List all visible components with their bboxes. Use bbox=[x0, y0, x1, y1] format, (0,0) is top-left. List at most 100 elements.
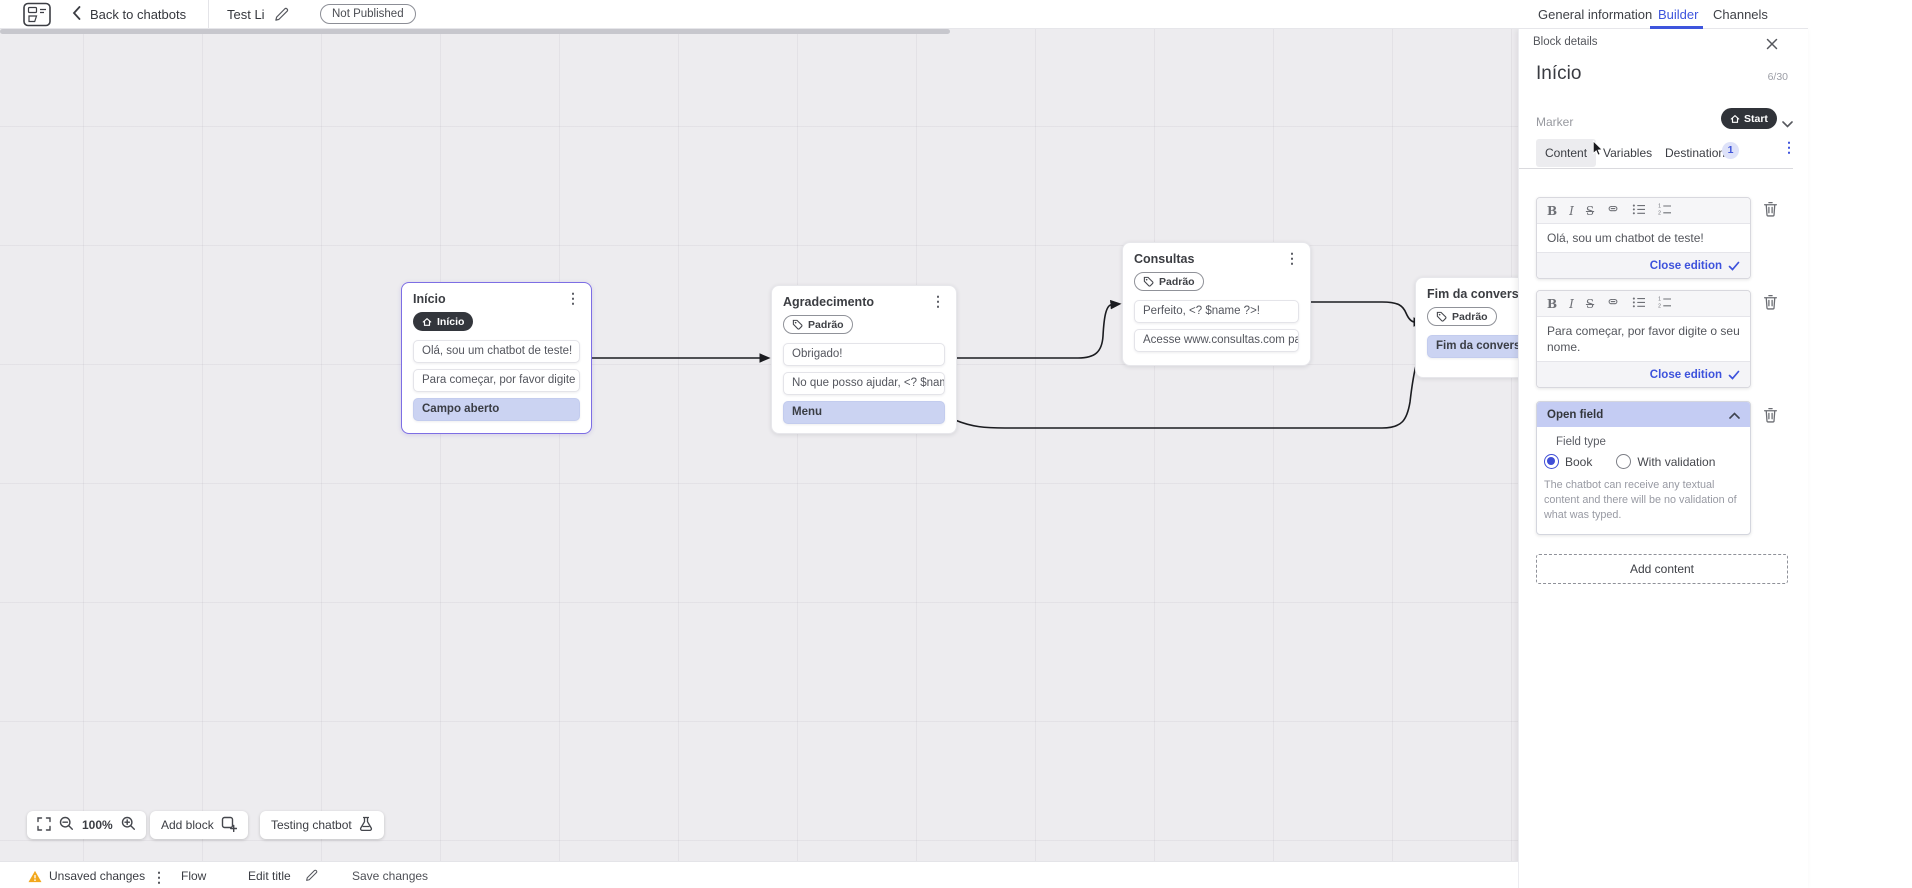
message-text-input[interactable]: Olá, sou um chatbot de teste! bbox=[1547, 231, 1704, 245]
bold-icon[interactable]: B bbox=[1547, 203, 1558, 218]
marker-chevron-down-icon[interactable] bbox=[1782, 115, 1793, 133]
back-to-chatbots-button[interactable]: Back to chatbots bbox=[72, 0, 186, 28]
delete-open-field-icon[interactable] bbox=[1763, 407, 1778, 428]
link-icon[interactable] bbox=[1606, 295, 1620, 313]
italic-icon[interactable]: I bbox=[1569, 296, 1574, 311]
horizontal-scrollbar[interactable] bbox=[0, 29, 950, 34]
close-edition-button[interactable]: Close edition bbox=[1649, 368, 1722, 381]
svg-text:1: 1 bbox=[1658, 203, 1661, 209]
publish-status-badge: Not Published bbox=[320, 4, 416, 24]
default-marker-badge: Padrão bbox=[783, 315, 853, 334]
block-content-item[interactable]: Obrigado! bbox=[783, 343, 945, 366]
open-field-header[interactable]: Open field bbox=[1537, 402, 1750, 427]
block-menu-kebab-icon[interactable]: ⋮ bbox=[931, 293, 945, 309]
destination-count-badge: 1 bbox=[1722, 142, 1739, 159]
panel-tab-destination[interactable]: Destination bbox=[1665, 146, 1726, 160]
delete-content-icon[interactable] bbox=[1763, 294, 1778, 315]
edit-title-button[interactable]: Edit title bbox=[248, 869, 291, 883]
block-content-item[interactable]: No que posso ajudar, <? $name ... bbox=[783, 372, 945, 395]
name-char-counter: 6/30 bbox=[1767, 71, 1788, 83]
tab-builder[interactable]: Builder bbox=[1658, 7, 1699, 22]
panel-heading: Block details bbox=[1533, 36, 1598, 48]
add-block-icon bbox=[221, 816, 238, 835]
tag-icon bbox=[792, 319, 803, 330]
statusbar-kebab-icon[interactable]: ⋮ bbox=[152, 869, 166, 885]
block-name-field[interactable]: Início bbox=[1536, 63, 1582, 84]
message-text-input[interactable]: Para começar, por favor digite o seu nom… bbox=[1547, 324, 1740, 354]
connector-arrows bbox=[592, 299, 1433, 429]
block-details-panel: Block details Início 6/30 Marker Start C… bbox=[1518, 29, 1808, 888]
radio-with-validation[interactable] bbox=[1616, 454, 1632, 469]
block-title: Agradecimento bbox=[783, 295, 874, 309]
check-icon bbox=[1728, 261, 1740, 271]
app-logo-icon bbox=[23, 2, 51, 32]
strikethrough-icon[interactable]: S bbox=[1585, 203, 1595, 218]
add-block-button[interactable]: Add block bbox=[150, 811, 248, 839]
panel-tab-content[interactable]: Content bbox=[1536, 139, 1597, 167]
flow-block-agradecimento[interactable]: Agradecimento ⋮ Padrão Obrigado! No que … bbox=[771, 285, 957, 434]
edit-title-pencil-icon[interactable] bbox=[305, 869, 318, 885]
panel-tabs-kebab-icon[interactable]: ⋮ bbox=[1782, 139, 1796, 155]
add-content-button[interactable]: Add content bbox=[1536, 554, 1788, 584]
flow-canvas[interactable]: Início ⋮ Início Olá, sou um chatbot de t… bbox=[0, 29, 1518, 861]
back-label: Back to chatbots bbox=[90, 6, 187, 22]
save-changes-button[interactable]: Save changes bbox=[352, 869, 429, 883]
unordered-list-icon[interactable] bbox=[1632, 295, 1646, 313]
close-panel-icon[interactable] bbox=[1766, 37, 1778, 55]
flow-block-inicio[interactable]: Início ⋮ Início Olá, sou um chatbot de t… bbox=[401, 282, 592, 434]
zoom-in-icon[interactable] bbox=[121, 816, 136, 834]
block-open-field-item[interactable]: Campo aberto bbox=[413, 397, 580, 421]
link-icon[interactable] bbox=[1606, 202, 1620, 220]
block-menu-kebab-icon[interactable]: ⋮ bbox=[1285, 250, 1299, 266]
block-content-item[interactable]: Perfeito, <? $name ?>! bbox=[1134, 300, 1299, 323]
bold-icon[interactable]: B bbox=[1547, 296, 1558, 311]
flow-menu-item[interactable]: Flow bbox=[181, 869, 207, 883]
status-bar: Unsaved changes ⋮ Flow Edit title Save c… bbox=[0, 861, 1518, 888]
mouse-cursor-icon bbox=[1592, 139, 1604, 162]
unordered-list-icon[interactable] bbox=[1632, 202, 1646, 220]
close-edition-button[interactable]: Close edition bbox=[1649, 259, 1722, 272]
canvas-zoom-toolbar: 100% bbox=[27, 811, 146, 839]
block-content-item[interactable]: Olá, sou um chatbot de teste! bbox=[413, 339, 580, 363]
field-type-label: Field type bbox=[1556, 436, 1606, 448]
edit-title-pencil-icon[interactable] bbox=[274, 7, 289, 27]
warning-icon bbox=[27, 870, 43, 886]
delete-content-icon[interactable] bbox=[1763, 201, 1778, 222]
tab-channels[interactable]: Channels bbox=[1713, 7, 1768, 22]
marker-label: Marker bbox=[1536, 115, 1574, 129]
home-icon bbox=[1730, 114, 1740, 123]
fullscreen-icon[interactable] bbox=[37, 816, 51, 834]
testing-chatbot-button[interactable]: Testing chatbot bbox=[260, 811, 384, 839]
chatbot-title[interactable]: Test Li bbox=[227, 7, 265, 22]
tab-general-information[interactable]: General information bbox=[1538, 7, 1653, 22]
block-title: Consultas bbox=[1134, 252, 1195, 266]
home-icon bbox=[422, 317, 432, 326]
block-end-item[interactable]: Fim da conversa bbox=[1427, 335, 1518, 358]
radio-book[interactable] bbox=[1544, 454, 1559, 469]
flow-block-consultas[interactable]: Consultas ⋮ Padrão Perfeito, <? $name ?>… bbox=[1122, 242, 1311, 366]
collapse-chevron-up-icon[interactable] bbox=[1729, 406, 1740, 424]
panel-tab-variables[interactable]: Variables bbox=[1603, 146, 1653, 160]
zoom-level: 100% bbox=[82, 818, 113, 832]
block-content-item[interactable]: Acesse www.consultas.com par... bbox=[1134, 329, 1299, 352]
block-menu-item[interactable]: Menu bbox=[783, 401, 945, 424]
block-title: Início bbox=[413, 292, 446, 306]
default-marker-badge: Padrão bbox=[1427, 307, 1497, 326]
flow-block-fim-da-conversa[interactable]: Fim da conversa Padrão Fim da conversa bbox=[1415, 277, 1518, 378]
marker-start-pill[interactable]: Start bbox=[1721, 108, 1777, 129]
zoom-out-icon[interactable] bbox=[59, 816, 74, 834]
strikethrough-icon[interactable]: S bbox=[1585, 296, 1595, 311]
italic-icon[interactable]: I bbox=[1569, 203, 1574, 218]
tag-icon bbox=[1143, 276, 1154, 287]
tag-icon bbox=[1436, 311, 1447, 322]
block-content-item[interactable]: Para começar, por favor digite o ... bbox=[413, 368, 580, 392]
default-marker-badge: Padrão bbox=[1134, 272, 1204, 291]
unsaved-changes-label: Unsaved changes bbox=[49, 869, 146, 883]
block-menu-kebab-icon[interactable]: ⋮ bbox=[566, 290, 580, 306]
radio-book-label: Book bbox=[1565, 454, 1593, 469]
